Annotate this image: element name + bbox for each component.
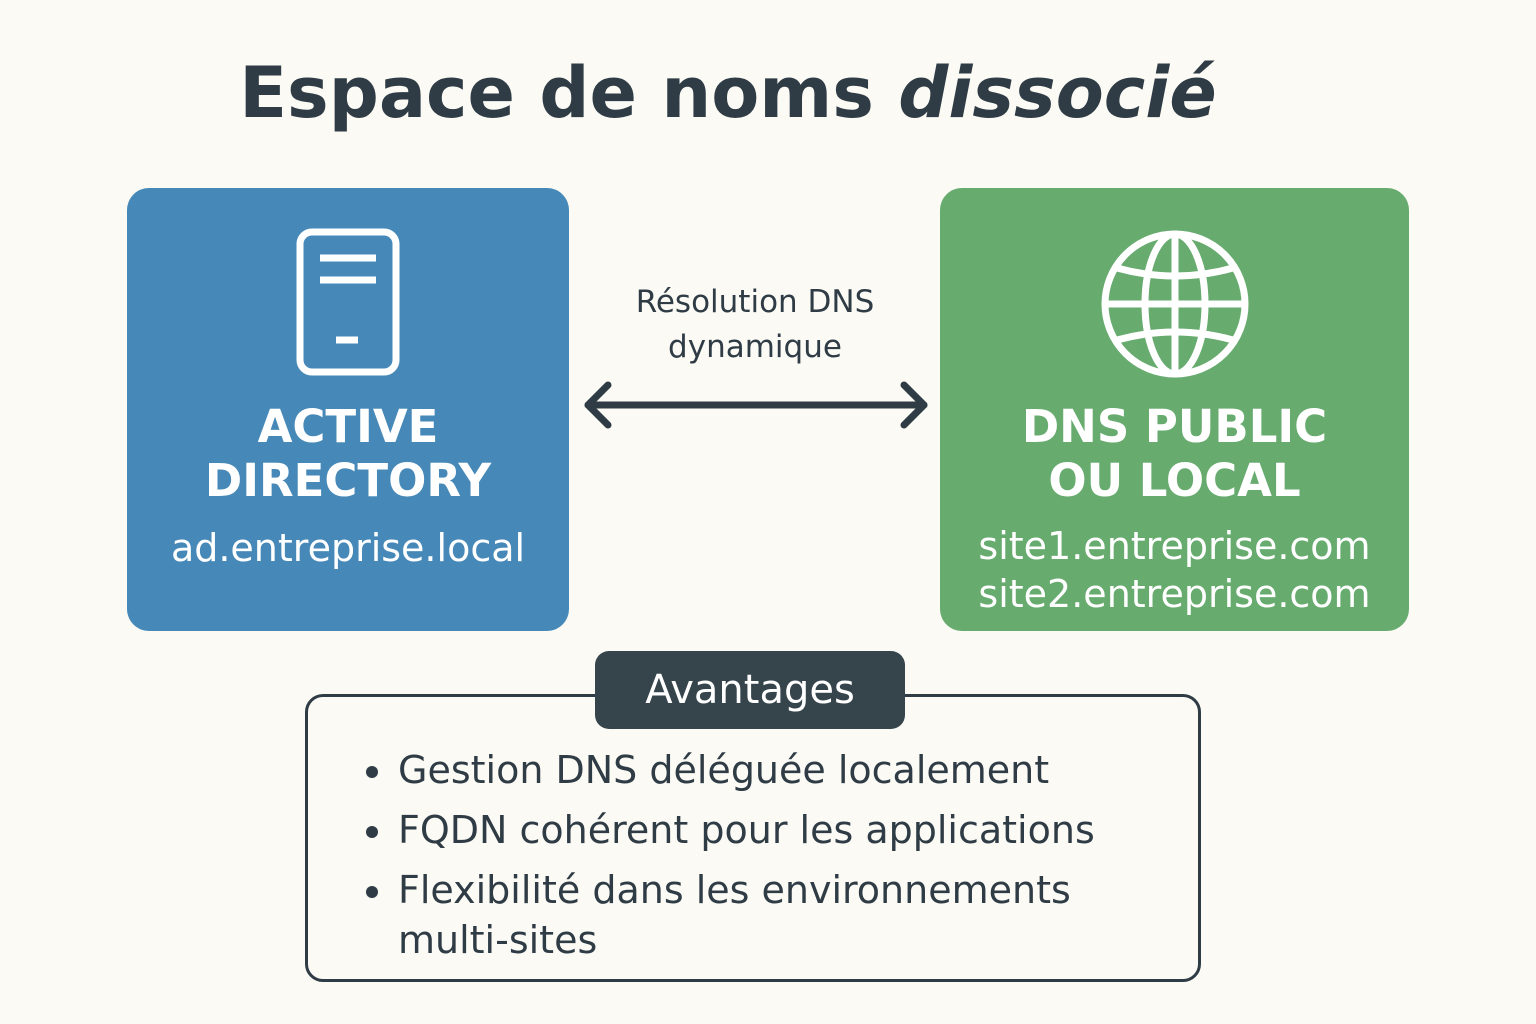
- double-arrow-icon: [578, 378, 934, 436]
- connection-label: Résolution DNS dynamique: [635, 284, 875, 365]
- globe-icon: [1099, 228, 1251, 384]
- active-directory-heading: ACTIVE DIRECTORY: [204, 400, 492, 507]
- advantage-text: Gestion DNS déléguée localement: [398, 748, 1050, 792]
- title-emphasis: dissocié: [898, 52, 1217, 134]
- server-icon: [296, 228, 400, 380]
- advantage-item: FQDN cohérent pour les applications: [362, 805, 1162, 855]
- dns-heading: DNS PUBLIC OU LOCAL: [1021, 400, 1328, 507]
- page-title: Espace de noms dissocié: [0, 52, 1456, 134]
- active-directory-box: ACTIVE DIRECTORY ad.entreprise.local: [127, 188, 569, 631]
- bullet-icon: [366, 886, 378, 898]
- bullet-icon: [366, 826, 378, 838]
- dns-domain-1: site1.entreprise.com: [978, 524, 1371, 568]
- dns-domains: site1.entreprise.com site2.entreprise.co…: [940, 522, 1409, 618]
- title-main: Espace de noms: [239, 52, 874, 134]
- advantage-text: Flexibilité dans les environnements mult…: [398, 868, 1071, 962]
- advantage-text: FQDN cohérent pour les applications: [398, 808, 1095, 852]
- advantages-box: [305, 694, 1201, 982]
- bullet-icon: [366, 766, 378, 778]
- advantages-header: Avantages: [595, 651, 905, 729]
- dns-domain-2: site2.entreprise.com: [978, 572, 1371, 616]
- advantage-item: Flexibilité dans les environnements mult…: [362, 865, 1118, 965]
- dns-box: DNS PUBLIC OU LOCAL site1.entreprise.com…: [940, 188, 1409, 631]
- advantage-item: Gestion DNS déléguée localement: [362, 745, 1162, 795]
- advantages-list: Gestion DNS déléguée localement FQDN coh…: [362, 745, 1162, 975]
- active-directory-domain: ad.entreprise.local: [170, 526, 526, 570]
